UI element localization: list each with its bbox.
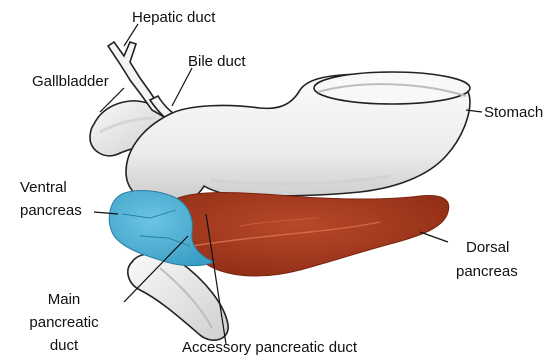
- label-gallbladder: Gallbladder: [32, 73, 109, 90]
- label-ventral-pancreas-line2: pancreas: [20, 202, 82, 219]
- label-dorsal-pancreas-line2: pancreas: [456, 263, 518, 280]
- stomach-organ: [126, 72, 470, 204]
- label-main-duct-line2: pancreatic: [29, 314, 99, 331]
- leader-dorsal-pancreas: [420, 232, 448, 242]
- label-dorsal-pancreas-line1: Dorsal: [466, 239, 509, 256]
- label-bile-duct: Bile duct: [188, 53, 246, 70]
- label-hepatic-duct: Hepatic duct: [132, 9, 216, 26]
- label-stomach: Stomach: [484, 104, 543, 121]
- label-ventral-pancreas-line1: Ventral: [20, 179, 67, 196]
- dorsal-pancreas-organ: [174, 193, 449, 277]
- label-main-duct-line1: Main: [48, 291, 81, 308]
- label-accessory-duct: Accessory pancreatic duct: [182, 339, 358, 356]
- leader-bile-duct: [172, 68, 192, 106]
- label-main-duct-line3: duct: [50, 337, 79, 354]
